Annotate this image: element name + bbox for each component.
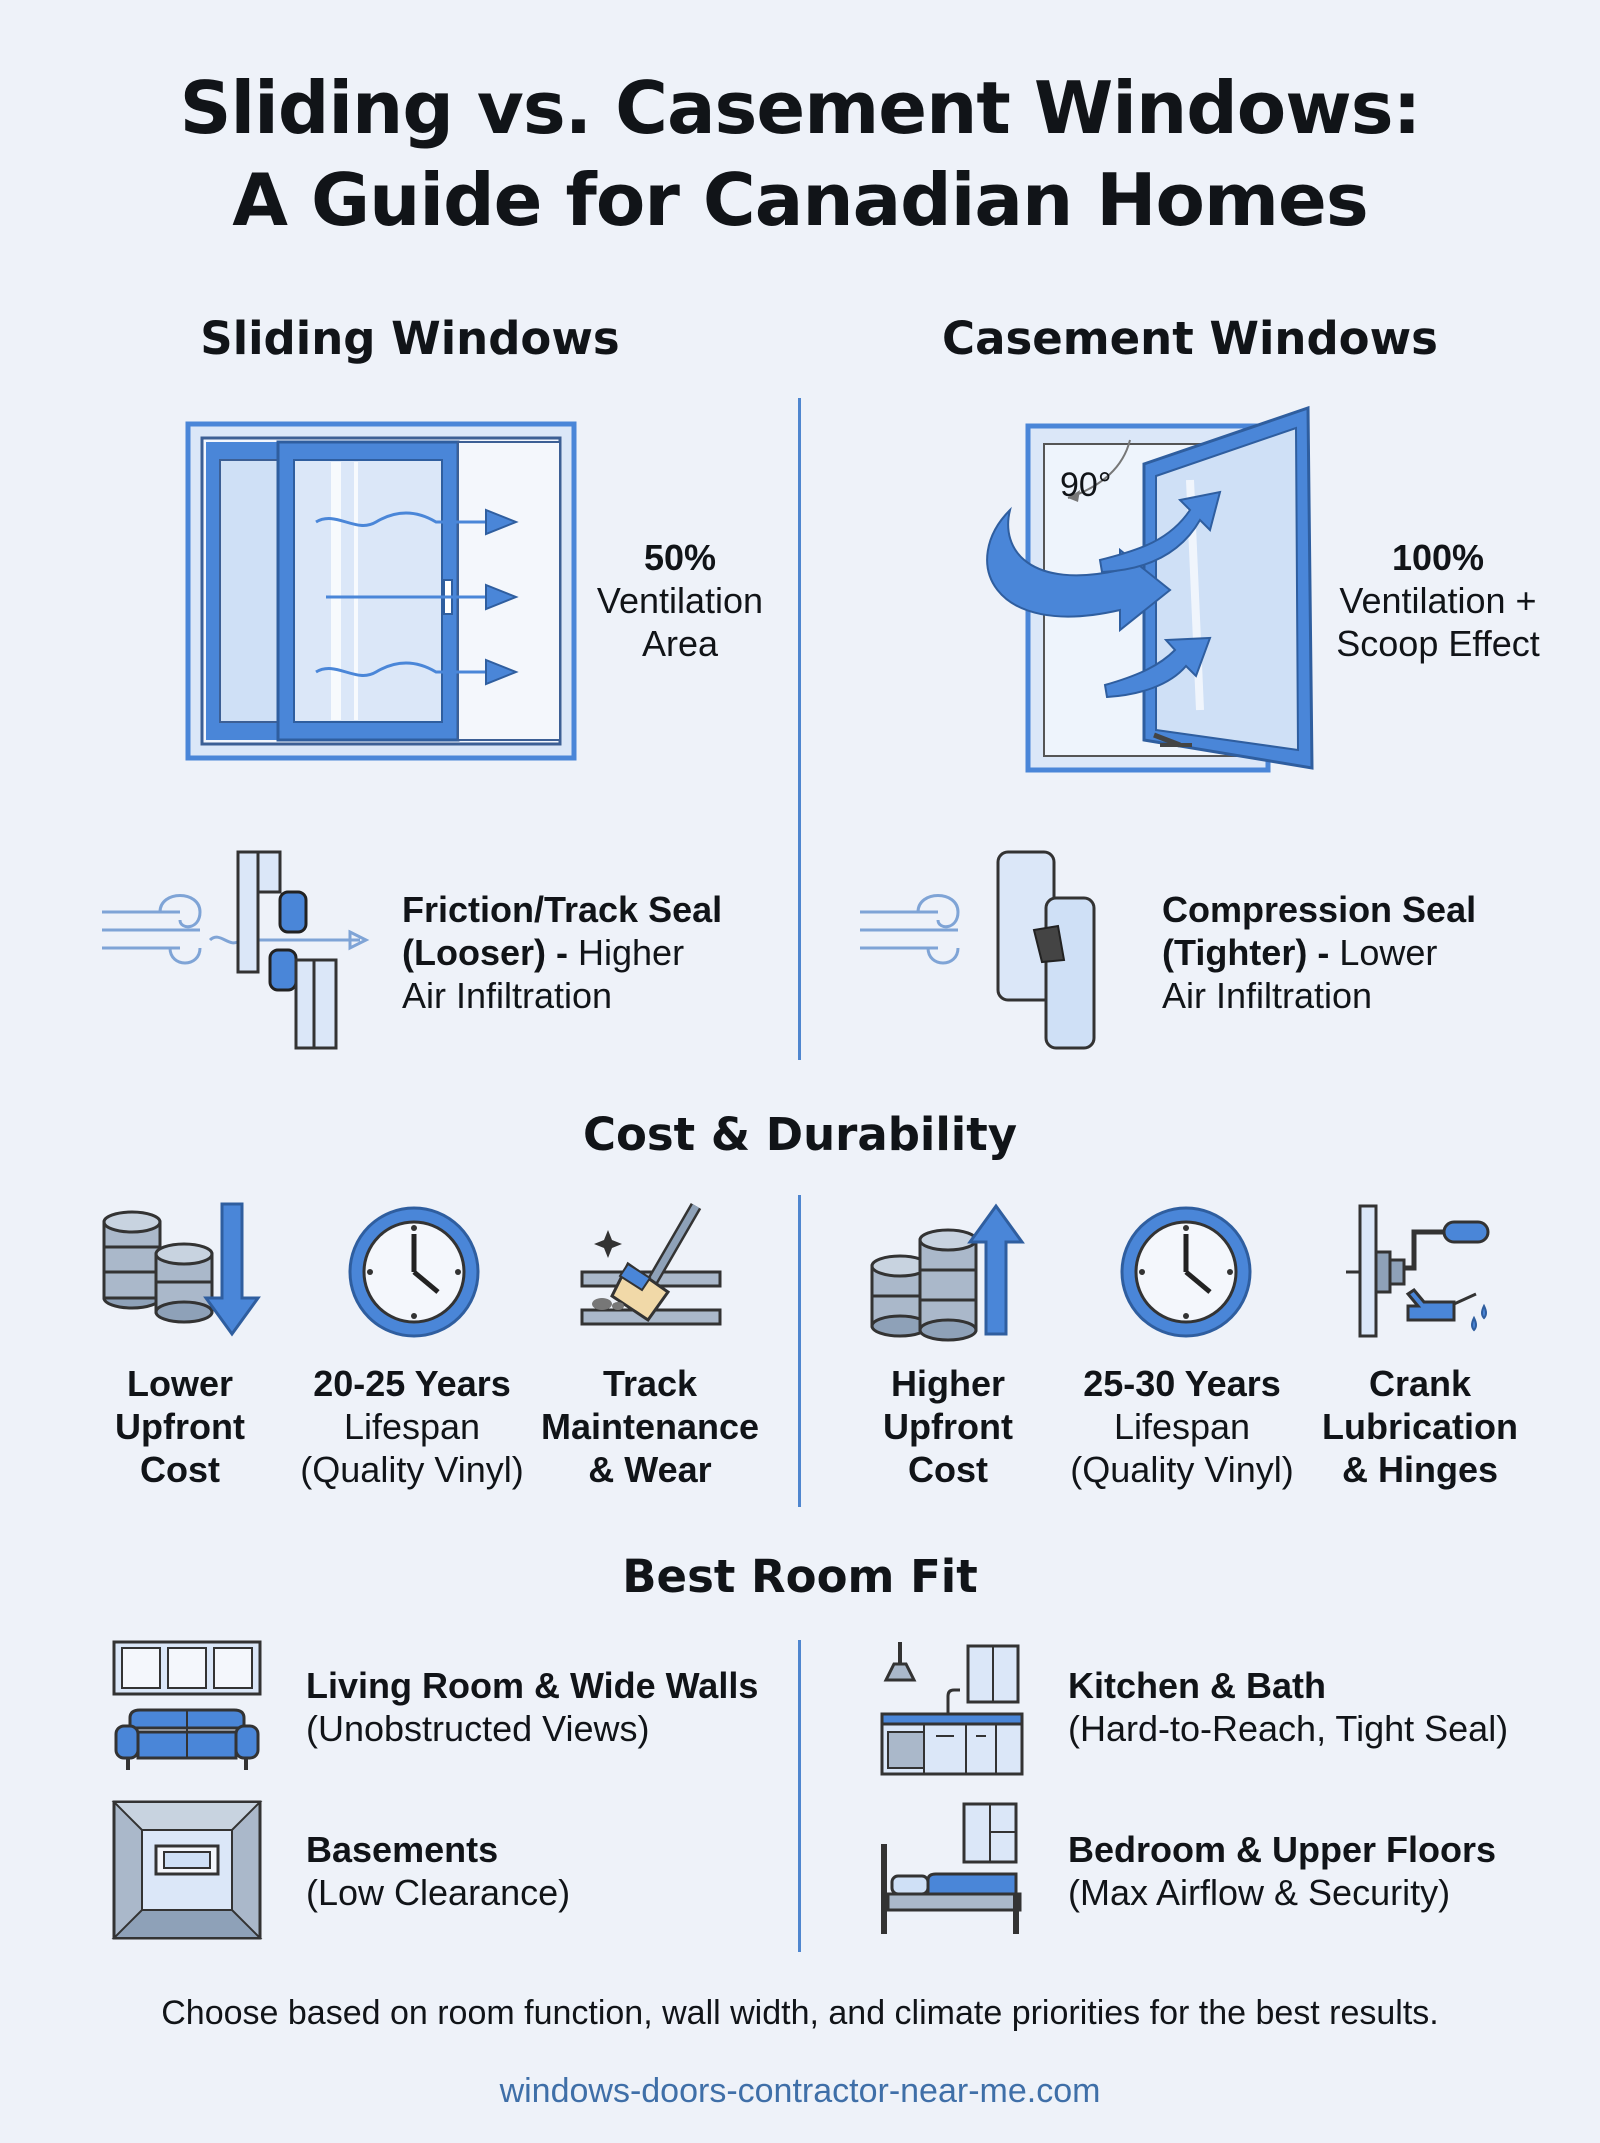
sliding-seal-line2-rest: Higher	[568, 932, 685, 973]
maintenance-label: & Wear	[588, 1449, 712, 1490]
lifespan-years: 25-30 Years	[1083, 1363, 1281, 1404]
sliding-seal-text: Friction/Track Seal (Looser) - Higher Ai…	[402, 888, 722, 1017]
footer-note: Choose based on room function, wall widt…	[161, 1994, 1439, 2032]
sliding-vent-line2: Ventilation	[596, 580, 764, 621]
bedroom-icon	[881, 1802, 1022, 1934]
room-subtitle: (Hard-to-Reach, Tight Seal)	[1068, 1708, 1509, 1749]
casement-seal-line1: Compression Seal	[1162, 889, 1477, 930]
cost-heading: Cost & Durability	[582, 1108, 1018, 1161]
cost-label: Lower	[126, 1363, 233, 1404]
lifespan-label: Lifespan	[343, 1406, 481, 1447]
page-title-line-1: Sliding vs. Casement Windows:	[179, 66, 1422, 150]
casement-window-icon	[986, 405, 1314, 773]
room-item-living: Living Room & Wide Walls (Unobstructed V…	[306, 1664, 758, 1750]
cost-label: Upfront	[883, 1406, 1013, 1447]
room-item-bedroom: Bedroom & Upper Floors (Max Airflow & Se…	[1068, 1828, 1496, 1914]
room-subtitle: (Max Airflow & Security)	[1068, 1872, 1451, 1913]
room-subtitle: (Unobstructed Views)	[306, 1708, 650, 1749]
sliding-seal-line3: Air Infiltration	[402, 975, 613, 1016]
casement-seal-line2-bold: (Tighter) -	[1162, 932, 1330, 973]
sliding-vent-percent: 50%	[643, 537, 717, 578]
room-title: Living Room & Wide Walls	[306, 1665, 759, 1706]
lifespan-years: 20-25 Years	[313, 1363, 511, 1404]
page-title-line-2: A Guide for Canadian Homes	[232, 158, 1368, 242]
cost-item-casement-3: Crank Lubrication & Hinges	[1300, 1362, 1540, 1491]
cost-label: Cost	[140, 1449, 220, 1490]
rooms-heading: Best Room Fit	[622, 1550, 978, 1603]
sliding-seal-line1: Friction/Track Seal	[402, 889, 723, 930]
lifespan-note: (Quality Vinyl)	[1070, 1449, 1294, 1490]
casement-vent-line3: Scoop Effect	[1336, 623, 1540, 664]
clock-icon	[1120, 1206, 1252, 1338]
casement-seal-line2: (Tighter) - Lower	[1162, 931, 1476, 974]
cost-label: Higher	[890, 1363, 1005, 1404]
sliding-vent-line3: Area	[641, 623, 719, 664]
maintenance-label: Crank	[1368, 1363, 1472, 1404]
divider-top	[798, 398, 801, 1060]
casement-seal-text: Compression Seal (Tighter) - Lower Air I…	[1162, 888, 1476, 1017]
sliding-seal-line2-bold: (Looser) -	[402, 932, 568, 973]
casement-heading: Casement Windows	[942, 312, 1438, 365]
room-title: Bedroom & Upper Floors	[1068, 1829, 1497, 1870]
footer-url[interactable]: windows-doors-contractor-near-me.com	[499, 2072, 1101, 2110]
sliding-heading: Sliding Windows	[200, 312, 620, 365]
room-item-basement: Basements (Low Clearance)	[306, 1828, 570, 1914]
casement-seal-line3: Air Infiltration	[1162, 975, 1373, 1016]
cost-item-sliding-1: Lower Upfront Cost	[60, 1362, 300, 1491]
basement-window-icon	[111, 1800, 263, 1940]
room-subtitle: (Low Clearance)	[306, 1872, 571, 1913]
sliding-window-icon	[185, 421, 577, 761]
maintenance-label: Track	[602, 1363, 698, 1404]
lifespan-label: Lifespan	[1113, 1406, 1251, 1447]
divider-cost	[798, 1195, 801, 1507]
room-title: Basements	[306, 1829, 499, 1870]
cost-label: Upfront	[115, 1406, 245, 1447]
cost-label: Cost	[908, 1449, 988, 1490]
living-room-icon	[112, 1640, 262, 1770]
maintenance-label: Lubrication	[1322, 1406, 1518, 1447]
room-title: Kitchen & Bath	[1068, 1665, 1327, 1706]
clock-icon	[348, 1206, 480, 1338]
compression-seal-icon	[860, 850, 1096, 1050]
cost-item-sliding-2: 20-25 Years Lifespan (Quality Vinyl)	[292, 1362, 532, 1491]
casement-angle-label: 90°	[1060, 466, 1112, 504]
crank-oil-icon	[1346, 1204, 1490, 1338]
casement-vent-percent: 100%	[1391, 537, 1485, 578]
track-seal-icon	[102, 850, 370, 1050]
casement-vent-line2: Ventilation +	[1339, 580, 1537, 621]
casement-seal-line2-rest: Lower	[1329, 932, 1438, 973]
maintenance-label: & Hinges	[1341, 1449, 1499, 1490]
broom-track-icon	[580, 1202, 722, 1326]
kitchen-icon	[880, 1642, 1024, 1776]
coins-up-icon	[870, 1203, 1025, 1342]
cost-item-sliding-3: Track Maintenance & Wear	[530, 1362, 770, 1491]
lifespan-note: (Quality Vinyl)	[300, 1449, 524, 1490]
cost-item-casement-2: 25-30 Years Lifespan (Quality Vinyl)	[1062, 1362, 1302, 1491]
room-item-kitchen: Kitchen & Bath (Hard-to-Reach, Tight Sea…	[1068, 1664, 1508, 1750]
divider-rooms	[798, 1640, 801, 1952]
sliding-seal-line2: (Looser) - Higher	[402, 931, 722, 974]
coins-down-icon	[102, 1202, 261, 1337]
maintenance-label: Maintenance	[540, 1406, 760, 1447]
cost-item-casement-1: Higher Upfront Cost	[828, 1362, 1068, 1491]
